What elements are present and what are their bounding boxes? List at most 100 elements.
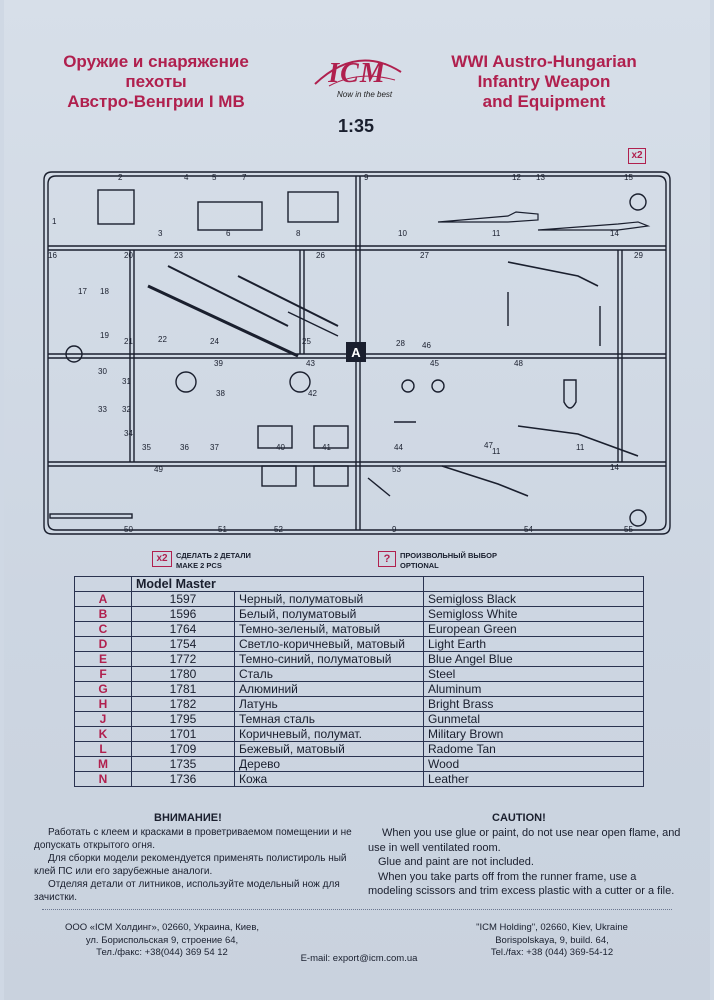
paint-code-cell: G [74,681,132,697]
part-number-label: 44 [394,443,403,452]
paint-code-cell: N [74,771,132,787]
paint-en-cell: Military Brown [423,726,644,742]
part-number-label: 28 [396,339,405,348]
paint-table-header-en [423,576,644,592]
part-number-label: 30 [98,367,107,376]
part-number-label: 39 [214,359,223,368]
legend-optional-text-ru: ПРОИЗВОЛЬНЫЙ ВЫБОР [400,551,497,560]
part-number-label: 24 [210,337,219,346]
part-number-label: 11 [576,443,585,452]
part-number-label: 11 [492,229,501,238]
legend-optional-text: ПРОИЗВОЛЬНЫЙ ВЫБОР OPTIONAL [400,551,497,571]
paint-code-cell: H [74,696,132,712]
paint-ru-cell: Кожа [234,771,424,787]
paint-num-cell: 1780 [131,666,235,682]
part-number-label: 49 [154,465,163,474]
part-number-label: 40 [276,443,285,452]
paint-code-cell: M [74,756,132,772]
part-number-label: 22 [158,335,167,344]
part-number-label: 2 [118,173,123,182]
warning-ru-p1: Работать с клеем и красками в проветрива… [34,827,352,851]
part-number-label: 15 [624,173,633,182]
paint-ru-cell: Коричневый, полумат. [234,726,424,742]
paint-en-cell: Blue Angel Blue [423,651,644,667]
address-ru: ООО «ICM Холдинг», 02660, Украина, Киев,… [64,922,260,958]
paint-num-cell: 1701 [131,726,235,742]
paint-ru-cell: Латунь [234,696,424,712]
part-number-label: 14 [610,229,619,238]
quantity-badge: x2 [628,148,646,164]
paint-num-cell: 1597 [131,591,235,607]
sprue-frame [43,171,671,535]
legend-optional-text-en: OPTIONAL [400,561,439,570]
paint-num-cell: 1736 [131,771,235,787]
paint-code-cell: F [74,666,132,682]
warning-en-p1: When you use glue or paint, do not use n… [368,827,681,854]
paint-code-cell: B [74,606,132,622]
warning-body-ru: Работать с клеем и красками в проветрива… [34,826,360,904]
paint-en-cell: Semigloss White [423,606,644,622]
part-number-label: 13 [536,173,545,182]
warning-title-ru: ВНИМАНИЕ! [154,812,222,824]
part-number-label: 14 [610,463,619,472]
part-number-label: 38 [216,389,225,398]
paint-ru-cell: Дерево [234,756,424,772]
part-number-label: 37 [210,443,219,452]
part-number-label: 45 [430,359,439,368]
sprue-frame-letter: A [351,345,361,360]
part-number-label: 27 [420,251,429,260]
part-number-label: 26 [316,251,325,260]
paint-ru-cell: Темно-зеленый, матовый [234,621,424,637]
paint-en-cell: Steel [423,666,644,682]
email-contact: E-mail: export@icm.com.ua [300,953,418,964]
instruction-sheet: Оружие и снаряжение пехоты Австро-Венгри… [4,0,710,1000]
part-number-label: 20 [124,251,133,260]
paint-ru-cell: Бежевый, матовый [234,741,424,757]
part-number-label: 33 [98,405,107,414]
part-number-label: 16 [48,251,57,260]
warning-ru-p3: Отделяя детали от литников, используйте … [34,879,340,903]
part-number-label: 41 [322,443,331,452]
part-number-label: 9 [392,525,397,534]
paint-en-cell: Aluminum [423,681,644,697]
paint-table-header: Model Master [74,576,644,592]
part-number-label: 23 [174,251,183,260]
part-number-label: 25 [302,337,311,346]
part-number-label: 53 [392,465,401,474]
warning-title-en: CAUTION! [492,812,546,824]
paint-num-cell: 1782 [131,696,235,712]
paint-ru-cell: Светло-коричневый, матовый [234,636,424,652]
address-en: "ICM Holding", 02660, Kiev, Ukraine Bori… [476,922,628,958]
part-number-label: 19 [100,331,109,340]
paint-num-cell: 1795 [131,711,235,727]
part-number-label: 54 [524,525,533,534]
part-number-label: 7 [242,173,247,182]
paint-code-cell: A [74,591,132,607]
paint-num-cell: 1709 [131,741,235,757]
icm-logo: ICM Now in the best [309,50,405,106]
legend-x2-text: СДЕЛАТЬ 2 ДЕТАЛИ MAKE 2 PCS [176,551,251,571]
part-number-label: 55 [624,525,633,534]
part-number-label: 46 [422,341,431,350]
paint-num-cell: 1764 [131,621,235,637]
paint-en-cell: Semigloss Black [423,591,644,607]
paint-en-cell: European Green [423,621,644,637]
part-number-label: 43 [306,359,315,368]
part-number-label: 18 [100,287,109,296]
part-number-label: 5 [212,173,217,182]
warning-body-en: When you use glue or paint, do not use n… [368,826,684,899]
paint-code-cell: E [74,651,132,667]
paint-code-cell: K [74,726,132,742]
paint-ru-cell: Белый, полуматовый [234,606,424,622]
paint-code-cell: C [74,621,132,637]
